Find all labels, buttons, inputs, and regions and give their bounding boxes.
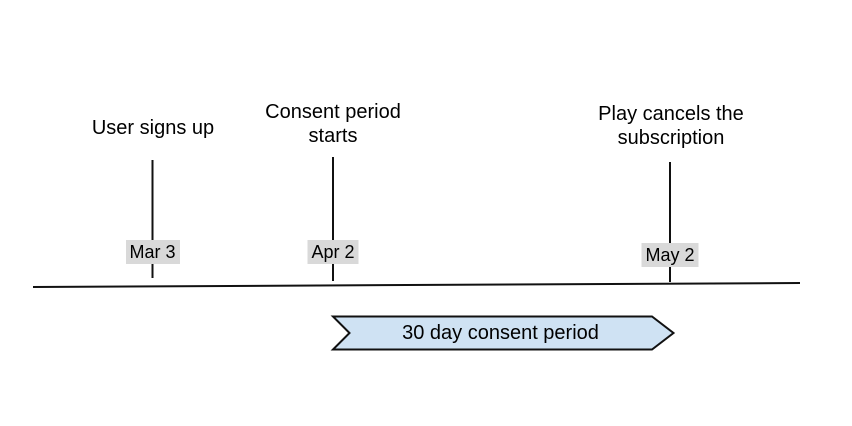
date-badge-apr2: Apr 2 (307, 240, 359, 264)
timeline-axis (32, 282, 801, 288)
event-title-consent-start: Consent period starts (265, 101, 401, 147)
consent-period-banner-shape (330, 315, 676, 351)
date-badge-may2: May 2 (641, 243, 699, 267)
event-title-signup: User signs up (91, 117, 215, 139)
consent-period-banner-label: 30 day consent period (402, 322, 599, 344)
date-badge-mar3: Mar 3 (125, 240, 180, 264)
event-title-cancel: Play cancels the subscription (598, 103, 744, 149)
